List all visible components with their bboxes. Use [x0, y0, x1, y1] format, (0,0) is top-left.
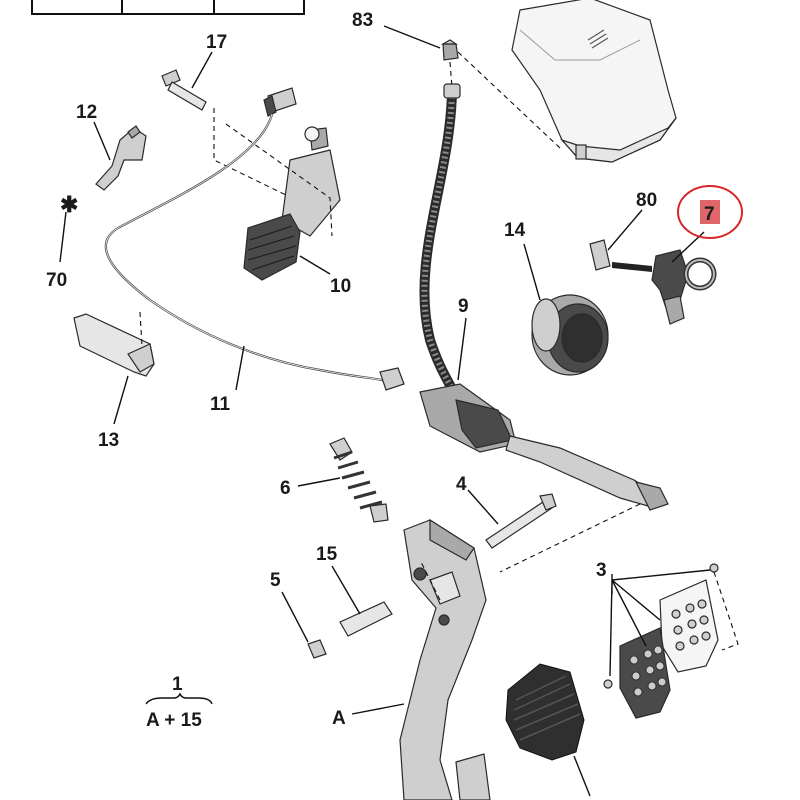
part-12-bracket — [95, 125, 147, 191]
part-80-screw — [589, 239, 652, 272]
callout-80: 80 — [636, 190, 657, 211]
assembly-guide-lines — [419, 503, 641, 601]
callout-17: 17 — [206, 32, 227, 53]
callout-11: 11 — [210, 394, 231, 415]
pedal-rubber-pad — [505, 663, 585, 761]
part-17-bolt — [161, 69, 207, 111]
callout-4: 4 — [456, 474, 467, 495]
cable-end-fitting — [263, 87, 297, 117]
callout-83: 83 — [352, 10, 373, 31]
callout-3: 3 — [596, 560, 607, 581]
part-83-nut — [440, 39, 561, 149]
part-4-bolt — [485, 493, 557, 549]
callout-7: 7 — [704, 204, 715, 225]
brace-symbol — [145, 692, 213, 705]
callout-70: 70 — [46, 270, 67, 291]
part-9-hydraulic-hose — [419, 83, 461, 398]
fluid-reservoir — [511, 0, 677, 163]
callout-15: 15 — [316, 544, 338, 565]
leader-lines — [59, 25, 711, 797]
part-13-bracket — [73, 311, 155, 377]
callout-9: 9 — [458, 296, 469, 317]
callout-13: 13 — [98, 430, 119, 451]
callout-5: 5 — [270, 570, 281, 591]
part-14-grommet — [531, 294, 609, 376]
highlight-part-7 — [677, 185, 743, 239]
reference-table-fragment — [31, 0, 305, 15]
callout-14: 14 — [504, 220, 526, 241]
callout-6: 6 — [280, 478, 291, 499]
callout-10: 10 — [330, 276, 351, 297]
callout-formula: A + 15 — [146, 710, 202, 731]
callout-1: 1 — [172, 674, 183, 695]
part-11-cable — [104, 113, 391, 384]
part-A-clutch-pedal — [399, 518, 491, 800]
part-7-switch — [651, 249, 717, 325]
callout-A: A — [332, 708, 346, 729]
part-10-slave-cylinder — [213, 108, 341, 281]
part-5-nut — [307, 639, 327, 659]
callout-70-star: ✱ — [60, 192, 78, 217]
callout-labels: 83 17 12 ✱ 70 10 14 80 7 9 11 13 6 4 15 … — [46, 10, 715, 731]
part-6-spring — [329, 437, 389, 523]
master-cylinder — [379, 367, 669, 511]
part-15-bushing — [339, 601, 393, 637]
part-3-pedal-covers — [603, 563, 739, 719]
callout-12: 12 — [76, 102, 97, 123]
